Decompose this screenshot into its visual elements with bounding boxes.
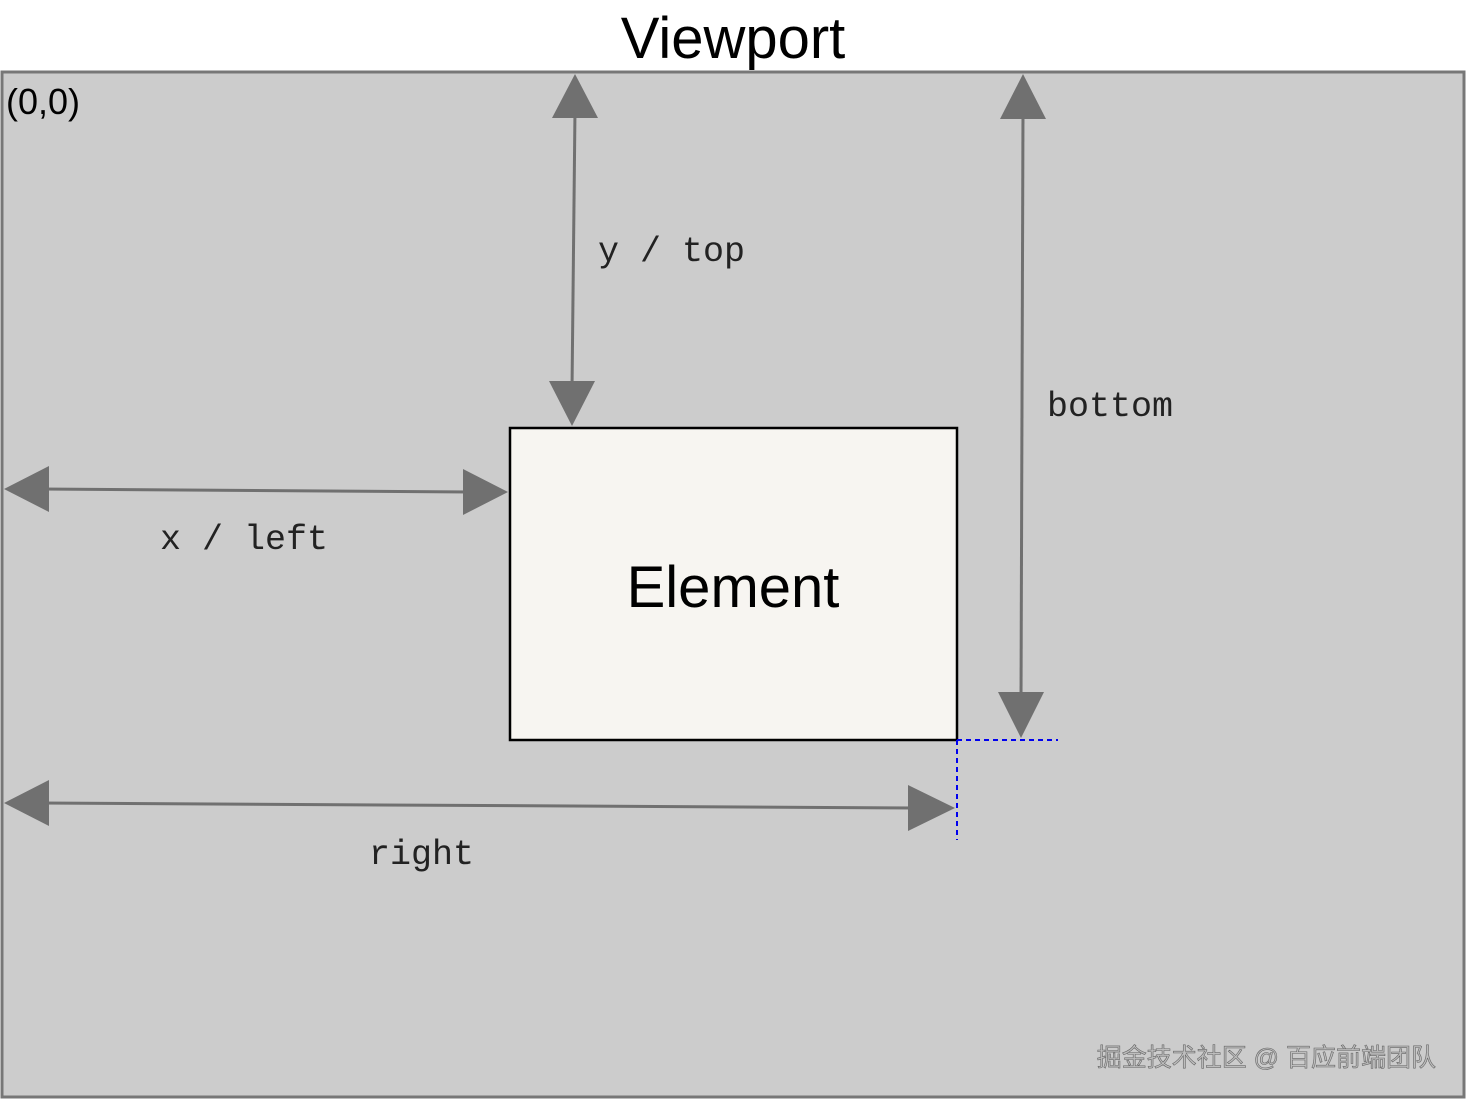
right-arrow-head-left <box>4 780 49 826</box>
left-arrow-head-left <box>4 466 49 512</box>
bottom-arrow-head-up <box>1000 74 1046 119</box>
right-label: right <box>369 835 474 875</box>
left-label: x / left <box>160 520 328 560</box>
element-label: Element <box>627 555 840 620</box>
right-arrow-head-right <box>908 785 955 831</box>
bottom-arrow-head-down <box>998 692 1044 738</box>
top-arrow-head-up <box>552 74 598 118</box>
left-arrow-head-right <box>463 469 508 515</box>
bottom-arrow <box>1019 109 1025 701</box>
watermark: 掘金技术社区 @ 百应前端团队 <box>1097 1044 1436 1072</box>
left-arrow <box>39 487 471 494</box>
top-arrow-head-down <box>549 381 595 426</box>
origin-label: (0,0) <box>6 81 80 122</box>
element-box <box>508 426 959 742</box>
viewport-title: Viewport <box>621 6 846 71</box>
top-label: y / top <box>598 232 745 272</box>
bottom-label: bottom <box>1047 387 1173 427</box>
right-arrow <box>39 801 916 810</box>
top-arrow <box>570 109 577 391</box>
